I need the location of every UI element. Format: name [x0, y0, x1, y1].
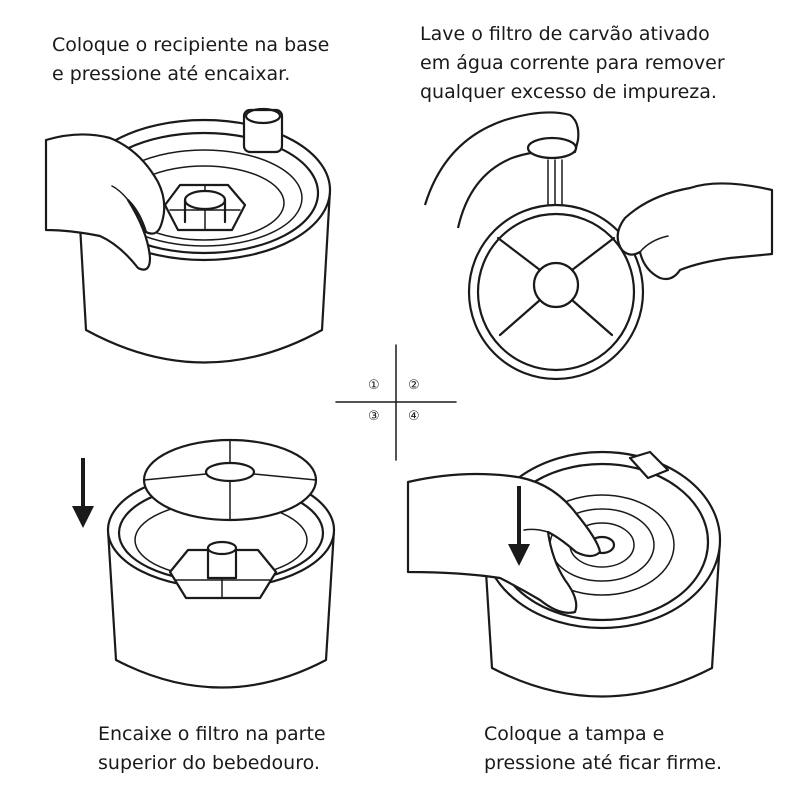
filter-divider [253, 473, 317, 481]
step-1-caption-line: Coloque o recipiente na base [52, 34, 330, 56]
step-4-number: ④ [408, 409, 420, 424]
filter-center [532, 261, 580, 309]
filter-divider [143, 473, 207, 481]
step-4-caption-line: Coloque a tampa e [484, 723, 665, 745]
step-2-caption-line: qualquer excesso de impureza. [420, 81, 717, 103]
pump-hub-side [183, 198, 227, 224]
step-3-illustration [72, 438, 336, 689]
filter-disc-inner [476, 212, 636, 372]
hand [44, 133, 166, 271]
step-2-caption: Lave o filtro de carvão ativado em água … [420, 20, 725, 107]
step-1-illustration [44, 107, 332, 364]
step-4-caption-line: pressione até ficar firme. [484, 752, 723, 774]
hand-crease [523, 528, 549, 533]
bowl-spout-top [244, 107, 282, 125]
lid-spout [628, 450, 670, 480]
bowl-spout [242, 108, 284, 154]
step-4-caption: Coloque a tampa e pressione até ficar fi… [484, 720, 722, 778]
filter-divider [496, 236, 542, 272]
hand [616, 182, 774, 281]
step-3-caption: Encaixe o filtro na parte superior do be… [98, 720, 326, 778]
step-2-illustration [423, 111, 774, 381]
down-arrow-head-icon [72, 506, 94, 528]
filter-divider [570, 236, 616, 272]
step-4-illustration [406, 450, 722, 698]
step-3-caption-line: superior do bebedouro. [98, 752, 320, 774]
step-3-number: ③ [368, 409, 380, 424]
filter-divider [570, 298, 614, 337]
step-1-caption-line: e pressione até encaixar. [52, 63, 291, 85]
faucet-nozzle [526, 136, 578, 160]
hand-crease [111, 185, 129, 201]
step-2-number: ② [408, 378, 420, 393]
step-2-caption-line: Lave o filtro de carvão ativado [420, 23, 710, 45]
step-indicator: ① ② ③ ④ [335, 344, 457, 461]
down-arrow-head-icon [508, 544, 530, 566]
hand-crease [639, 235, 669, 253]
step-1-caption: Coloque o recipiente na base e pressione… [52, 31, 329, 89]
step-3-caption-line: Encaixe o filtro na parte [98, 723, 326, 745]
step-1-number: ① [368, 378, 380, 393]
filter-divider [498, 298, 542, 337]
filter-center [204, 461, 256, 483]
step-2-caption-line: em água corrente para remover [420, 52, 725, 74]
pump-hub-top [206, 540, 238, 556]
pump-hub-top [183, 189, 227, 211]
